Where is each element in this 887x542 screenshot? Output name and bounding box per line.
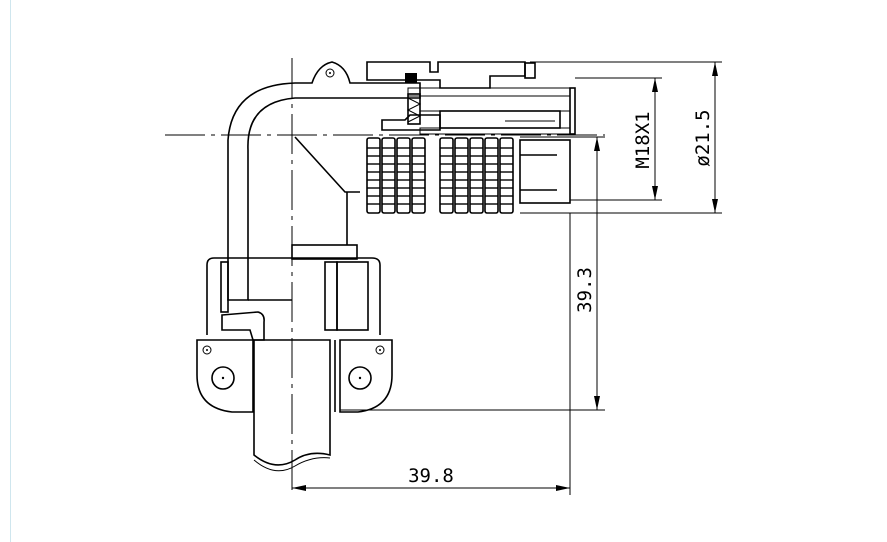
- cable-gland-nut: [206, 257, 381, 335]
- insert-shell: [407, 87, 571, 97]
- elbow-housing: [227, 61, 421, 301]
- gland-sleeve: [220, 261, 229, 313]
- rib: [454, 137, 469, 214]
- height-dimension-label: 39.3: [574, 267, 596, 313]
- rib: [484, 137, 499, 214]
- flange-screws: [202, 345, 385, 390]
- clamp-flange-right: [339, 339, 393, 413]
- insulator-bottom: [419, 127, 571, 135]
- spring: [406, 97, 422, 123]
- front-shell-edge: [569, 87, 576, 135]
- ribbed-coupling: [366, 137, 514, 214]
- rib: [381, 137, 396, 214]
- rib: [499, 137, 514, 214]
- gland-wall: [336, 261, 369, 331]
- dimension-lines: [292, 61, 722, 495]
- rib: [469, 137, 484, 214]
- gland-collar: [291, 244, 358, 260]
- rib: [396, 137, 411, 214]
- contact-tail: [381, 114, 441, 131]
- insulator-top: [419, 95, 571, 112]
- front-face: [519, 139, 571, 204]
- nut-lip: [524, 62, 536, 79]
- width-dimension-label: 39.8: [408, 465, 454, 487]
- spring-housing: [407, 93, 421, 125]
- cable: [253, 339, 331, 472]
- screw-hole: [325, 68, 335, 78]
- clamp-flange-left: [196, 339, 254, 413]
- diameter-dimension-label: ø21.5: [692, 109, 714, 166]
- gland-slot: [324, 261, 338, 331]
- page-edge-line: [10, 0, 11, 542]
- rib: [439, 137, 454, 214]
- contact-pin: [439, 110, 561, 129]
- o-ring: [405, 73, 417, 83]
- rib: [411, 137, 426, 214]
- body-chamfer-line: [294, 136, 360, 193]
- thread-dimension-label: M18X1: [632, 111, 654, 168]
- coupling-nut: [366, 61, 526, 89]
- seal-ring: [221, 311, 265, 341]
- rib: [366, 137, 381, 214]
